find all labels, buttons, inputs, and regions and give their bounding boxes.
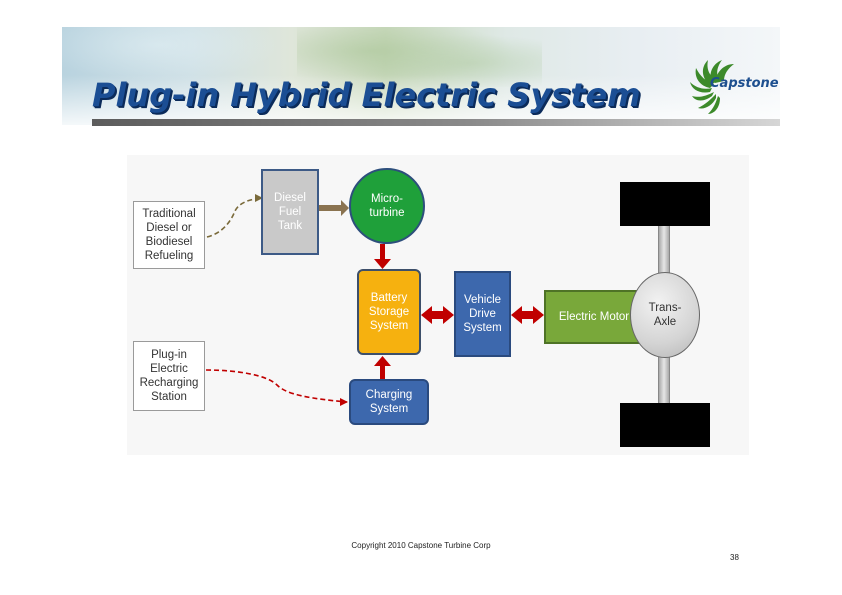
- electric-motor: Electric Motor: [544, 290, 644, 344]
- title-underline: [92, 119, 780, 126]
- recharge-dashed-connector: [205, 369, 348, 403]
- capstone-logo-icon: [690, 60, 734, 114]
- vehicle-motor-arrow: [511, 306, 544, 324]
- turbine-to-battery-arrow: [374, 244, 391, 269]
- connector-layer: [205, 194, 544, 406]
- tank-to-turbine-arrow: [319, 200, 349, 216]
- page-title: Plug-in Hybrid Electric System: [92, 76, 641, 114]
- header-banner: [62, 27, 780, 125]
- refuel-dashed-connector: [206, 197, 264, 238]
- charging-system: Charging System: [349, 379, 429, 425]
- hybrid-system-diagram: Traditional Diesel or Biodiesel Refuelin…: [127, 155, 749, 455]
- banner-fade: [62, 75, 780, 125]
- trans-axle: Trans- Axle: [630, 272, 700, 358]
- battery-storage-system: Battery Storage System: [357, 269, 421, 355]
- diesel-fuel-tank: Diesel Fuel Tank: [261, 169, 319, 255]
- recharge-arrowhead: [340, 398, 348, 406]
- battery-vehicle-arrow: [421, 306, 454, 324]
- copyright-footer: Copyright 2010 Capstone Turbine Corp: [351, 541, 491, 550]
- top-wheel: [620, 182, 710, 226]
- refueling-note: Traditional Diesel or Biodiesel Refuelin…: [133, 201, 205, 269]
- vehicle-drive-system: Vehicle Drive System: [454, 271, 511, 357]
- bottom-wheel: [620, 403, 710, 447]
- charging-to-battery-arrow: [374, 356, 391, 379]
- page-number: 38: [730, 553, 739, 562]
- logo-text: Capstone: [710, 76, 779, 91]
- recharging-note: Plug-in Electric Recharging Station: [133, 341, 205, 411]
- fuel-line-arrowhead: [255, 194, 263, 202]
- micro-turbine: Micro- turbine: [349, 168, 425, 244]
